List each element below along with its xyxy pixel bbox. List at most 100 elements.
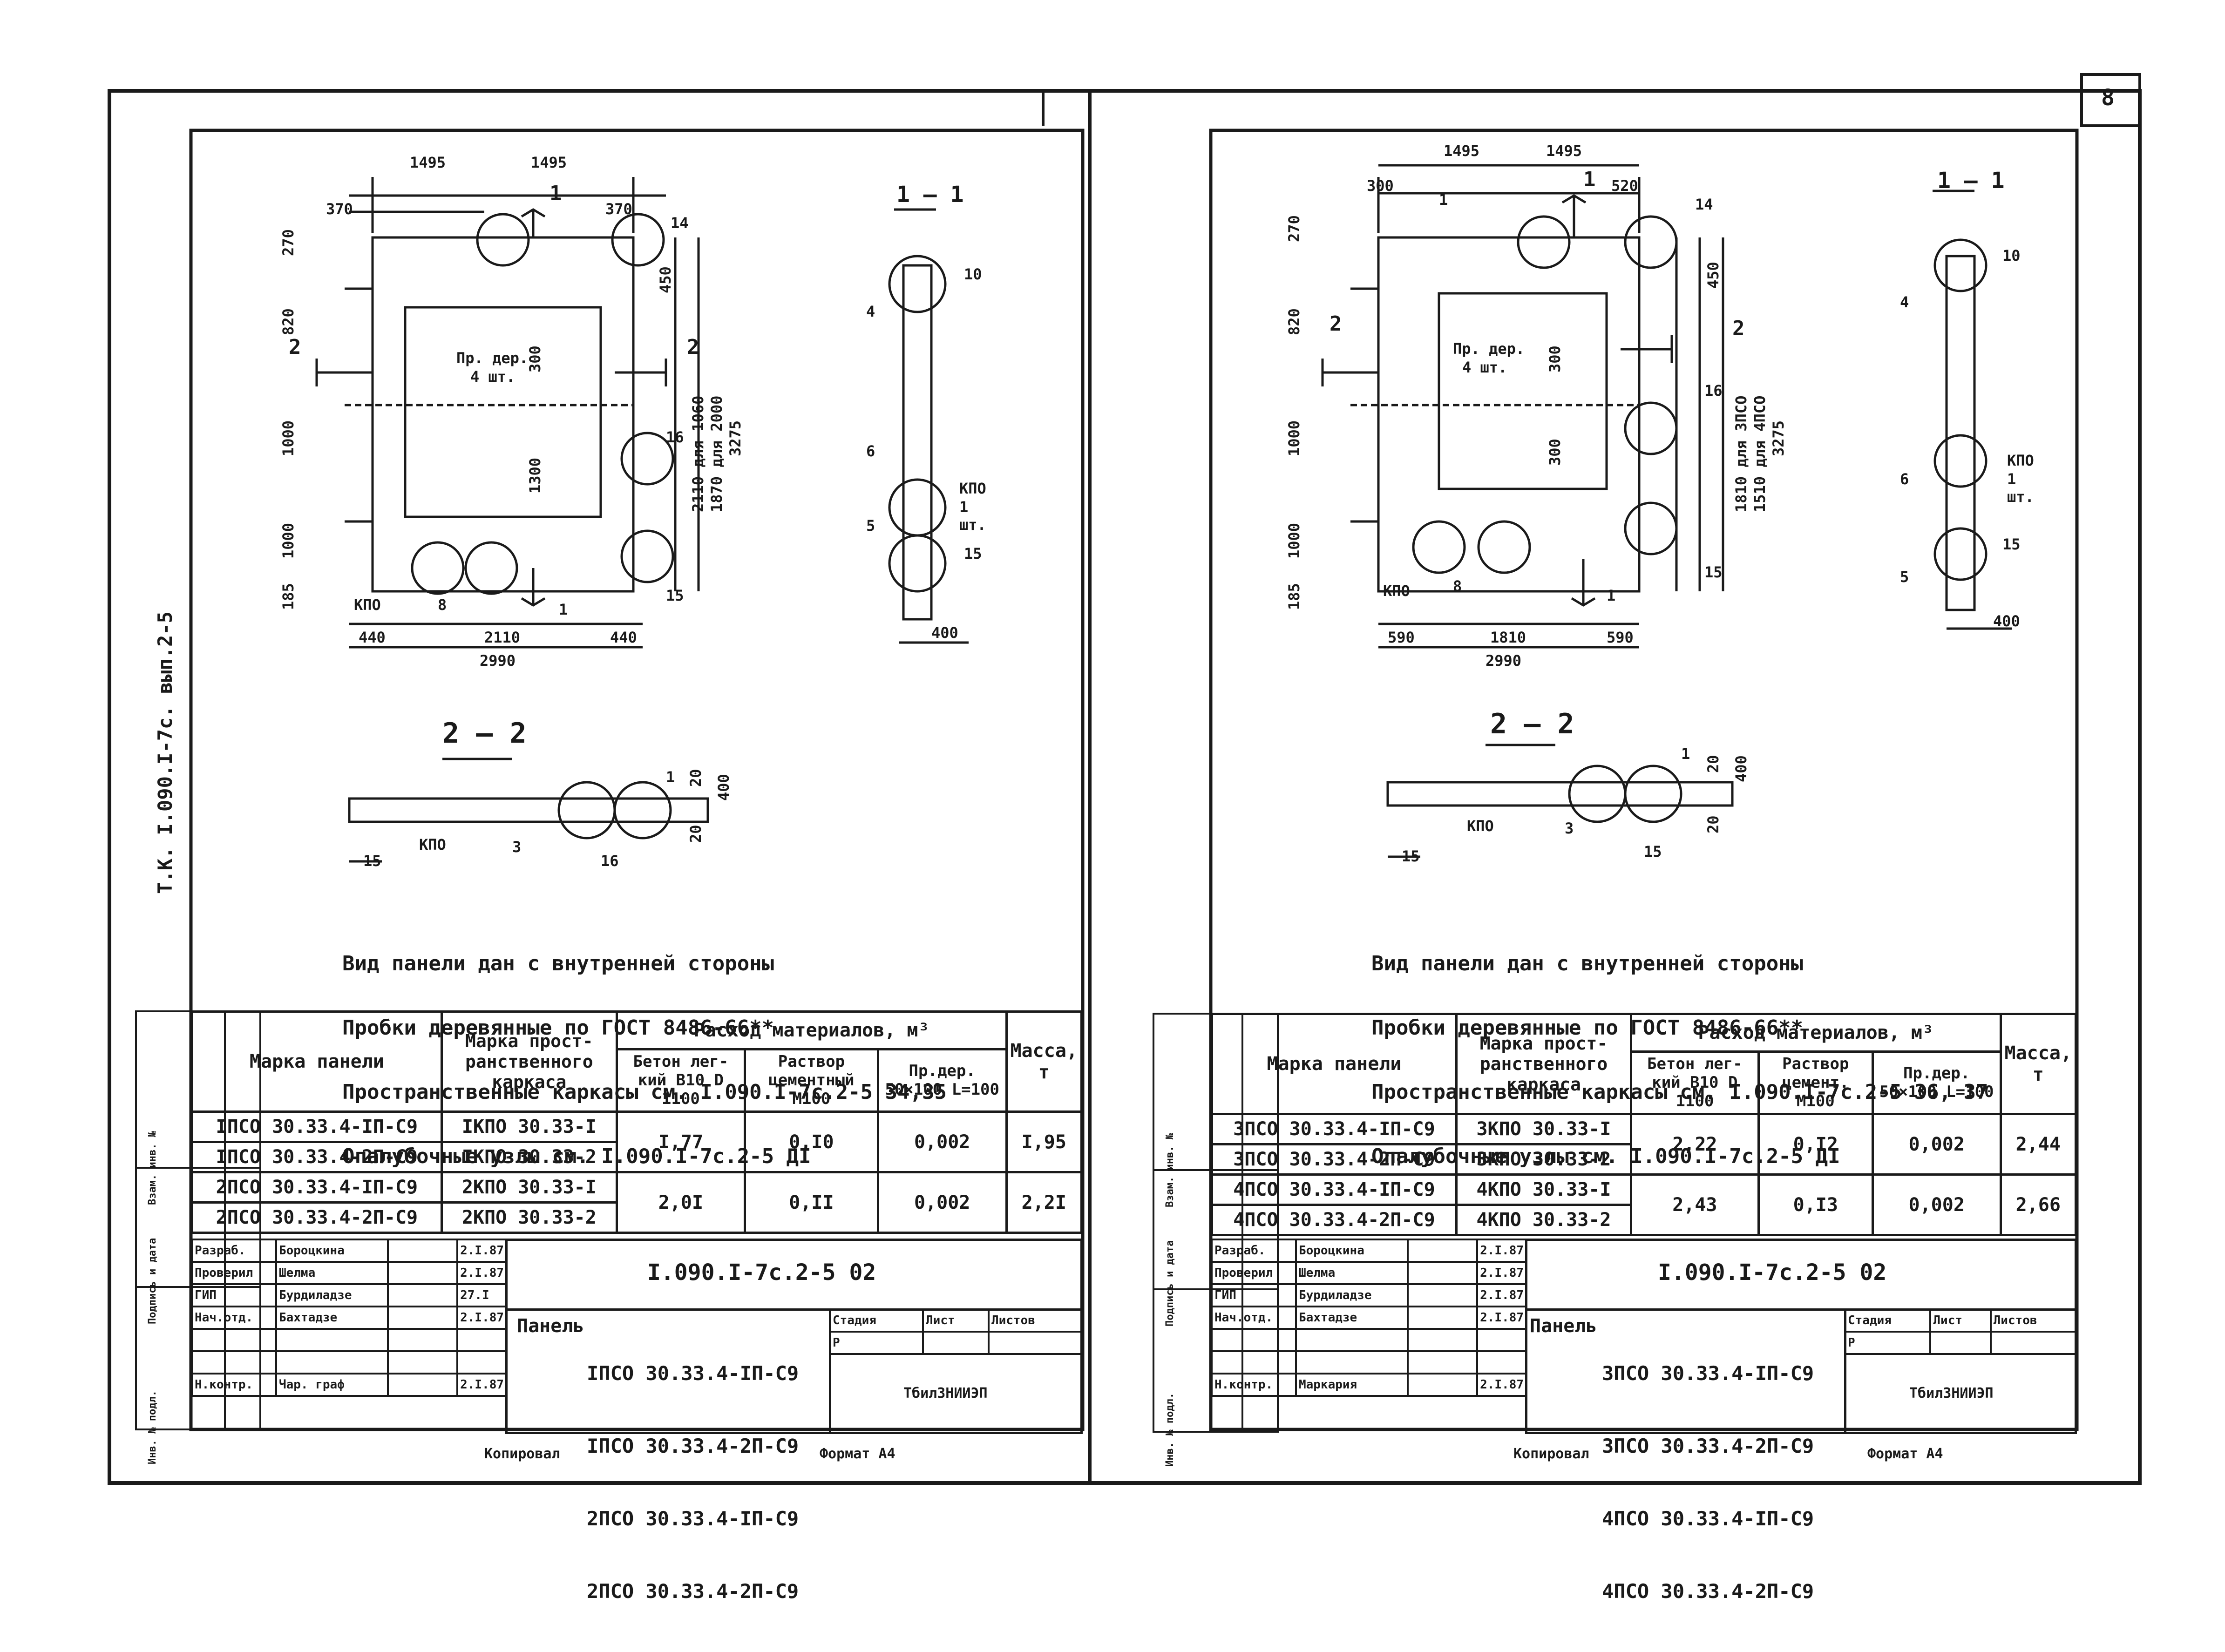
left-section22-label-400: 400 <box>715 774 733 801</box>
left-g2-mortar: 0,ІІ <box>743 1171 879 1234</box>
right-section-mark-left: 2 <box>1330 312 1342 336</box>
left-org: ТбилЗНИИЭП <box>903 1385 988 1401</box>
right-section-mark-bottom: 1 <box>1607 587 1616 604</box>
left-row1-frame: ІКПО 30.33-І <box>440 1110 618 1143</box>
left-g1-concrete: І,77 <box>615 1110 746 1173</box>
left-g2-concrete: 2,0І <box>615 1171 746 1234</box>
right-section11-label-kpo: КПО <box>2007 452 2034 469</box>
right-h-mass: Масса, т <box>1999 1013 2077 1115</box>
left-role-7: Н.контр. <box>191 1373 277 1397</box>
right-g1-mortar: 0,І2 <box>1757 1113 1874 1176</box>
right-side-label-3: Взам. инв. № <box>1164 1133 1176 1207</box>
right-sheet-h: Лист <box>1929 1308 1992 1333</box>
left-section-2-2 <box>348 758 709 863</box>
right-panel-2: 3ПСО 30.33.4-2П-С9 <box>1602 1435 1814 1457</box>
right-dim-left-3: 1000 <box>1285 420 1303 456</box>
right-dim-left-2: 820 <box>1285 308 1303 335</box>
right-section22-label-20b: 20 <box>1704 815 1722 833</box>
right-row3-frame: 4КПО 30.33-І <box>1455 1173 1633 1206</box>
right-section22-label-kpo: КПО <box>1467 817 1494 835</box>
left-panel-4: 2ПСО 30.33.4-2П-С9 <box>587 1580 799 1603</box>
right-dim-right-6: 3275 <box>1770 420 1787 456</box>
right-stage: Р <box>1844 1331 1932 1355</box>
left-date-1: 2.І.87 <box>456 1239 508 1263</box>
left-dim-top-4: 370 <box>605 200 632 218</box>
left-section22-label-20b: 20 <box>687 825 705 843</box>
left-panel-1: ІПСО 30.33.4-ІП-С9 <box>587 1362 799 1385</box>
page-number: 8 <box>2101 85 2115 111</box>
left-dim-left-4: 1000 <box>279 522 297 559</box>
right-g2-concrete: 2,43 <box>1630 1173 1760 1236</box>
right-row1-mark: 3ПСО 30.33.4-ІП-С9 <box>1211 1113 1458 1145</box>
right-section22-label-20a: 20 <box>1704 755 1722 773</box>
right-spec-table: Марка панели Марка прост-ранственного ка… <box>1211 1013 2077 1236</box>
left-callout-14: 14 <box>671 214 689 232</box>
left-h-wood: Пр.дер. 50×100 L=100 <box>876 1048 1008 1113</box>
right-stage-h: Стадия <box>1844 1308 1932 1333</box>
left-g2-mass: 2,2І <box>1005 1171 1083 1234</box>
left-section11-label-15: 15 <box>964 545 982 562</box>
left-section11-label-kpo: КПО <box>959 480 986 497</box>
left-stage-h: Стадия <box>828 1308 924 1333</box>
left-plug-label: Пр. дер. <box>456 349 529 367</box>
right-note-1: Вид панели дан с внутренней стороны <box>1371 952 1804 975</box>
left-note-1: Вид панели дан с внутренней стороны <box>342 952 774 975</box>
right-date-7: 2.І.87 <box>1476 1373 1527 1397</box>
right-panel-label: Панель <box>1530 1315 1597 1337</box>
left-section11-label-10: 10 <box>964 265 982 283</box>
right-callout-1: 1 <box>1439 191 1448 209</box>
right-dim-bottom-4: 2990 <box>1486 652 1522 670</box>
right-section11-label-400: 400 <box>1993 612 2020 630</box>
right-name-1: Бороцкина <box>1295 1239 1409 1263</box>
right-dim-bottom-2: 1810 <box>1490 629 1526 646</box>
left-dim-top-1: 1495 <box>410 154 446 171</box>
left-plug-count: 4 шт. <box>470 368 516 386</box>
left-stamp-main: І.090.І-7с.2-5 02 Панель ІПСО 30.33.4-ІП… <box>505 1239 1083 1603</box>
right-row1-frame: 3КПО 30.33-І <box>1455 1113 1633 1145</box>
right-name-2: Шелма <box>1295 1261 1409 1285</box>
left-section-mark-right: 2 <box>687 335 699 359</box>
right-role-4: Нач.отд. <box>1211 1306 1297 1330</box>
left-dim-left-5: 185 <box>279 583 297 610</box>
right-row2-mark: 3ПСО 30.33.4-2П-С9 <box>1211 1143 1458 1176</box>
right-row4-mark: 4ПСО 30.33.4-2П-С9 <box>1211 1204 1458 1236</box>
left-row4-frame: 2КПО 30.33-2 <box>440 1201 618 1234</box>
right-panel-3: 4ПСО 30.33.4-ІП-С9 <box>1602 1507 1814 1530</box>
left-dim-bottom-4: 2990 <box>480 652 516 670</box>
left-role-1: Разраб. <box>191 1239 277 1263</box>
right-panel-drawing <box>1321 164 1724 649</box>
left-g1-mass: І,95 <box>1005 1110 1083 1173</box>
right-doc-code: І.090.І-7с.2-5 02 <box>1658 1259 1887 1286</box>
left-row3-mark: 2ПСО 30.33.4-ІП-С9 <box>191 1171 443 1204</box>
right-dim-left-1: 270 <box>1285 215 1303 242</box>
left-section11-label-6: 6 <box>866 442 875 460</box>
right-section11-title: 1 – 1 <box>1937 168 2005 194</box>
right-dim-right-5: 1510 для 4ПСО <box>1751 395 1769 512</box>
left-role-2: Проверил <box>191 1261 277 1285</box>
right-role-7: Н.контр. <box>1211 1373 1297 1397</box>
left-h-frame: Марка прост-ранственного каркаса <box>440 1010 618 1113</box>
left-callout-15: 15 <box>666 587 684 604</box>
right-row2-frame: 3КПО 30.33-2 <box>1455 1143 1633 1176</box>
right-panel-1: 3ПСО 30.33.4-ІП-С9 <box>1602 1362 1814 1385</box>
right-stamp-main: І.090.І-7с.2-5 02 Панель 3ПСО 30.33.4-ІП… <box>1525 1239 2077 1603</box>
right-kpo-label: КПО <box>1383 582 1410 600</box>
left-h-mortar: Раствор цементный М100 <box>743 1048 879 1113</box>
right-dim-bottom-1: 590 <box>1388 629 1415 646</box>
left-date-7: 2.І.87 <box>456 1373 508 1397</box>
right-g1-concrete: 2,22 <box>1630 1113 1760 1176</box>
right-role-2: Проверил <box>1211 1261 1297 1285</box>
left-h-materials: Расход материалов, м³ <box>615 1010 1008 1050</box>
right-section22-label-15a: 15 <box>1402 847 1420 865</box>
left-sheet-h: Лист <box>922 1308 990 1333</box>
left-dim-bottom-3: 440 <box>610 629 637 646</box>
right-callout-16: 16 <box>1704 382 1723 399</box>
left-panel-label: Панель <box>517 1315 584 1337</box>
left-date-4: 2.І.87 <box>456 1306 508 1330</box>
left-stage: Р <box>828 1331 924 1355</box>
right-date-1: 2.І.87 <box>1476 1239 1527 1263</box>
right-panel-4: 4ПСО 30.33.4-2П-С9 <box>1602 1580 1814 1603</box>
left-name-7: Чар. граф <box>275 1373 389 1397</box>
